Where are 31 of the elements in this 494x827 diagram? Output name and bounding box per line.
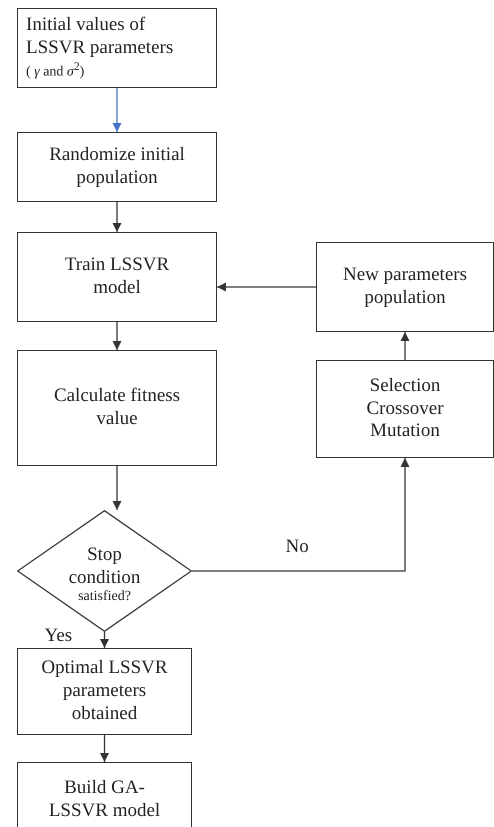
node-text: Crossover	[366, 398, 444, 420]
arrow	[112, 322, 122, 350]
process-box	[17, 350, 217, 466]
node-text: Initial values of LSSVR parameters	[26, 14, 174, 60]
node-text: Mutation	[370, 420, 440, 444]
node-text: Stop condition	[68, 544, 142, 590]
node-text: Build GA-LSSVR model	[48, 776, 162, 822]
arrow	[100, 632, 109, 648]
node-text: New parameters population	[342, 264, 468, 310]
arrow	[192, 458, 410, 572]
process-box	[316, 242, 494, 332]
node-text: Selection	[370, 374, 440, 398]
node-text: Randomize initial population	[48, 144, 186, 190]
node-text: satisfied?	[78, 589, 131, 606]
arrow	[217, 282, 316, 292]
process-box	[17, 132, 217, 202]
arrow	[112, 466, 122, 510]
parameter-note: ( γ and σ$^{2}$)	[26, 60, 84, 82]
arrow	[112, 88, 122, 132]
process-box	[17, 232, 217, 322]
process-box	[17, 762, 192, 827]
edge-label: Yes	[44, 626, 74, 645]
arrow	[400, 332, 410, 360]
node-text: Optimal LSSVR parameters obtained	[40, 657, 169, 726]
process-box	[316, 360, 494, 458]
node-text: Train LSSVR model	[64, 254, 170, 300]
node-text: Calculate fitness value	[52, 385, 182, 431]
process-box	[17, 648, 192, 735]
arrow	[112, 202, 122, 232]
arrow	[100, 735, 109, 762]
process-box	[17, 8, 217, 88]
